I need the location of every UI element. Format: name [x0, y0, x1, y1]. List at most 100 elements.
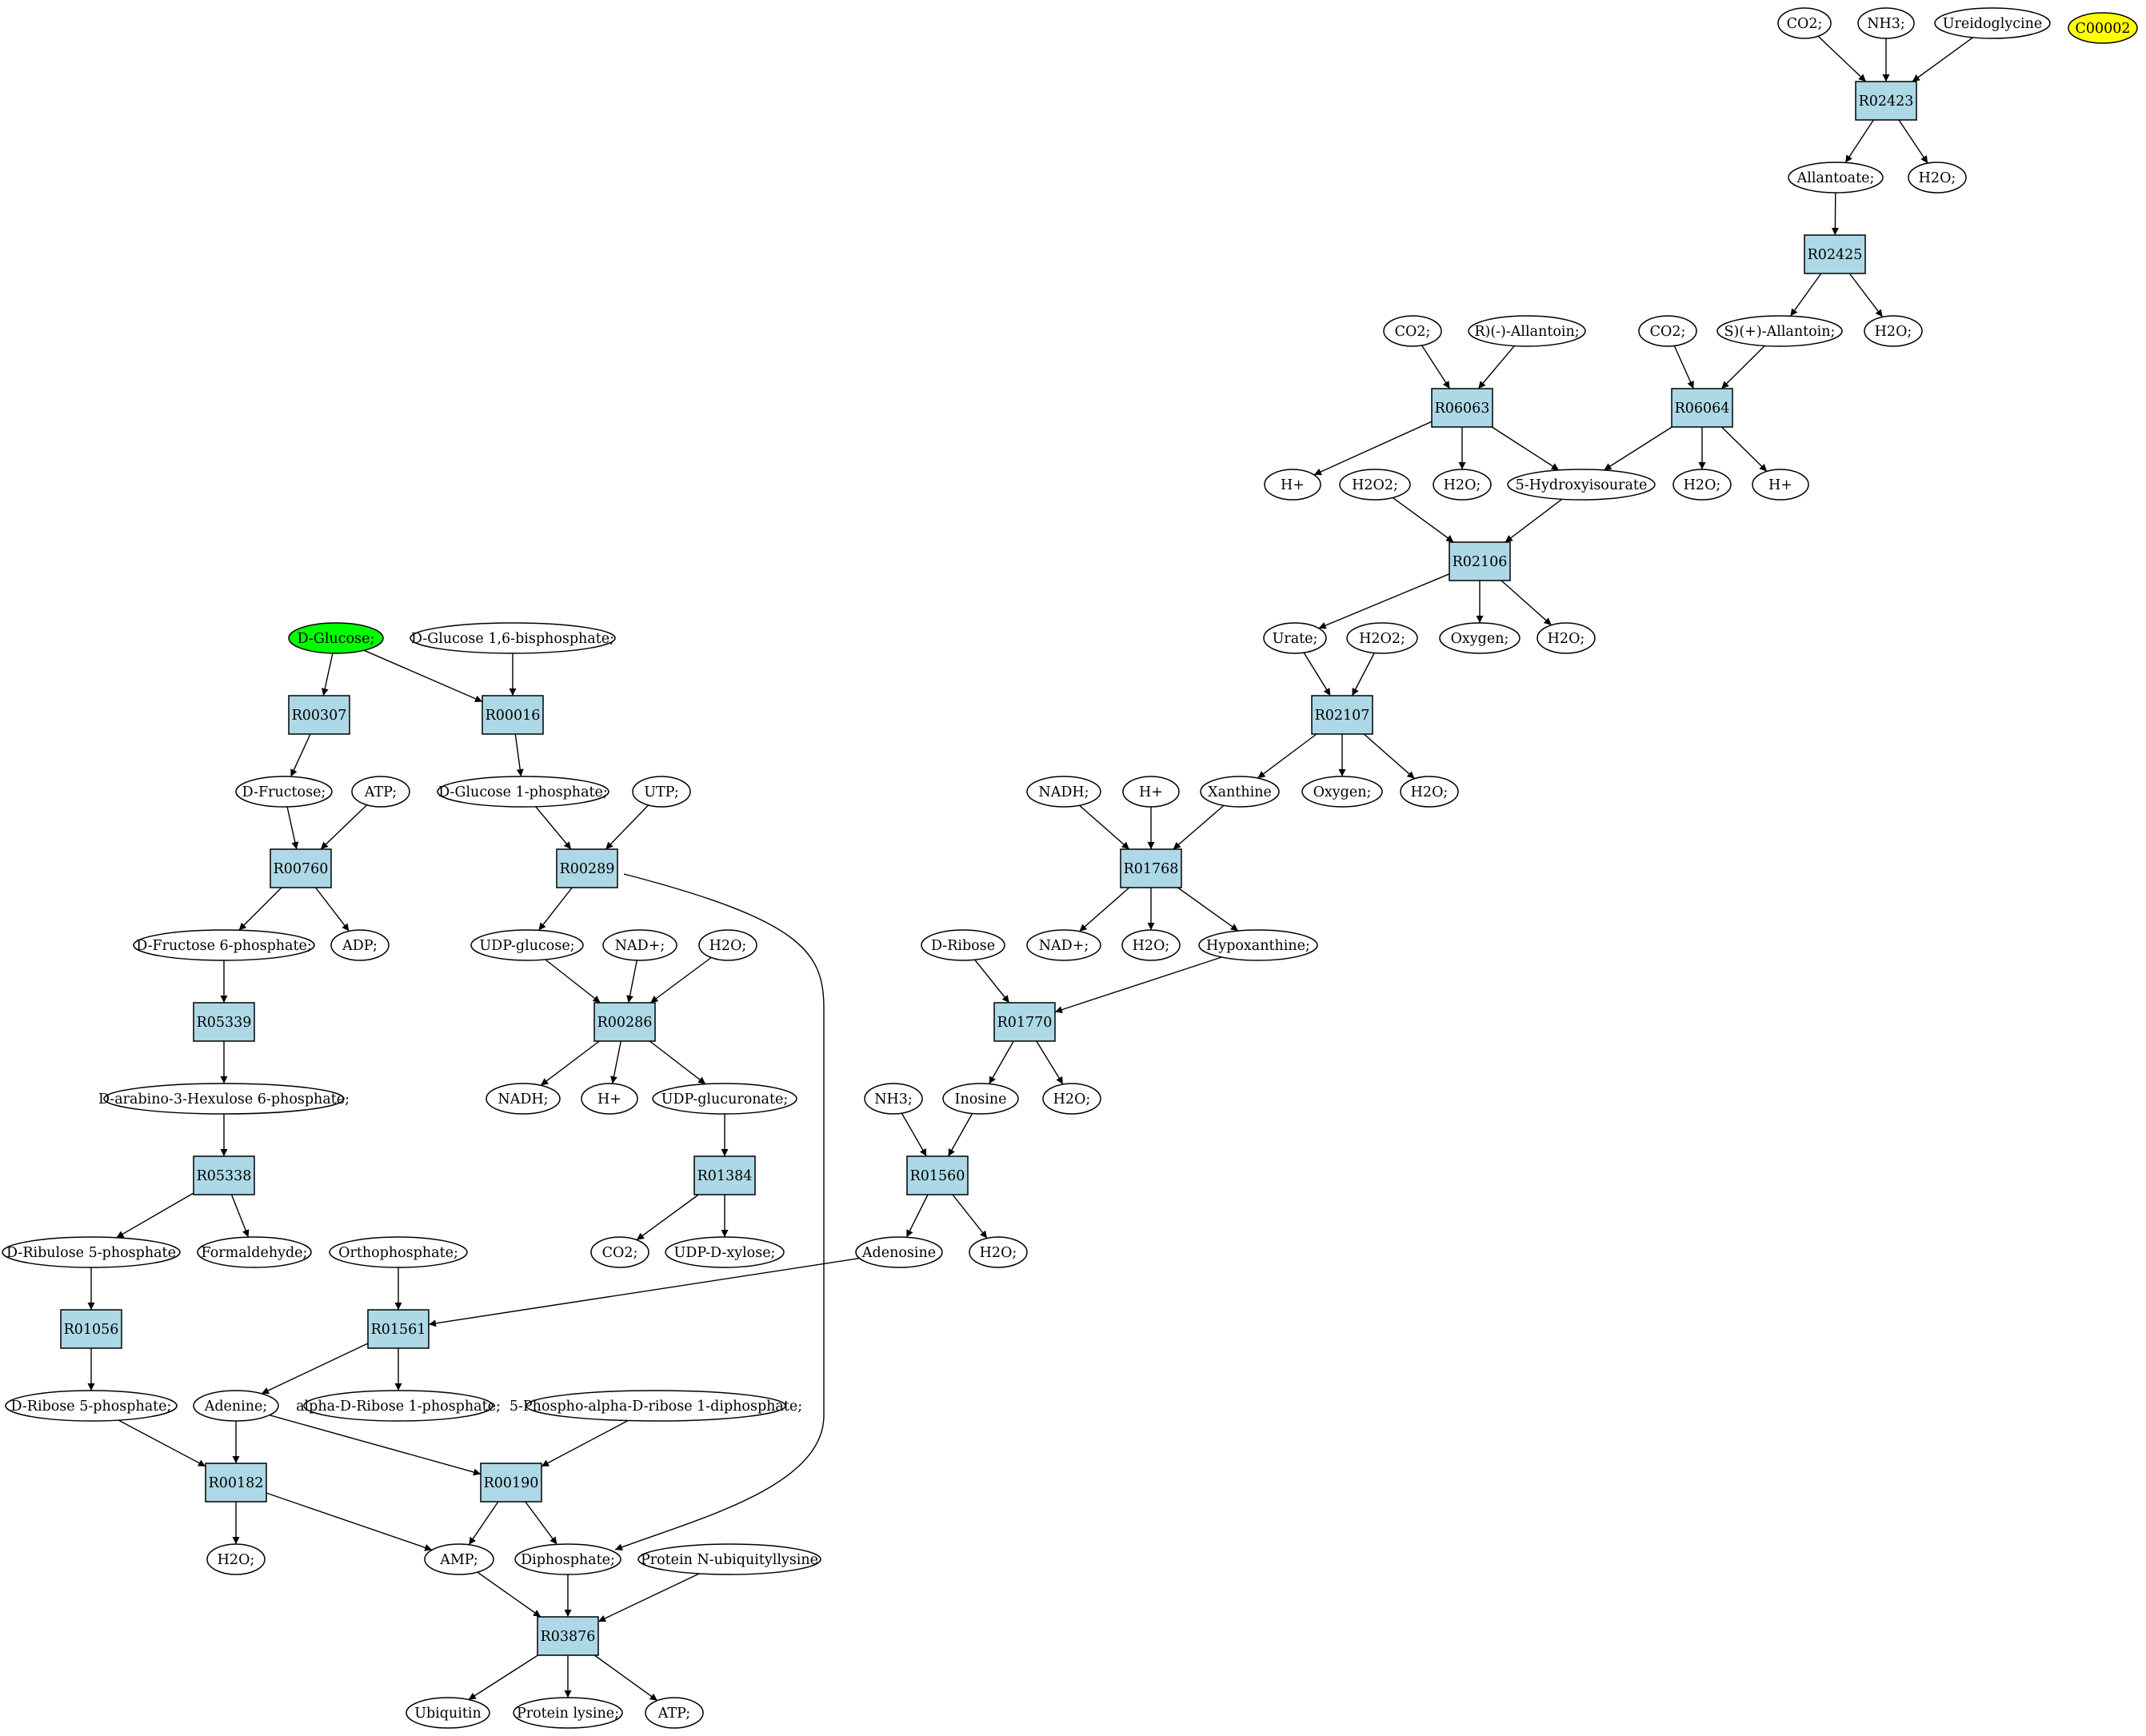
reaction-node-R01561: R01561 — [367, 1309, 430, 1349]
edge-R00016-to-dglucose1p — [514, 733, 524, 777]
compound-node-dglucose1p: D-Glucose 1-phosphate; — [437, 776, 609, 808]
reaction-box — [193, 1155, 255, 1195]
compound-ellipse — [590, 1236, 649, 1268]
compound-ellipse — [1200, 776, 1280, 808]
edge-R02423-to-allantoate — [1844, 119, 1874, 163]
edge-R01770-to-h2o_h — [1036, 1040, 1064, 1085]
compound-ellipse — [652, 1083, 797, 1115]
node-label: CO2; — [602, 1245, 638, 1261]
compound-node-hydroxyisourate: 5-Hydroxyisourate — [1507, 469, 1656, 501]
compound-ellipse — [1433, 469, 1492, 501]
compound-ellipse — [2, 1236, 181, 1268]
edge-prpp-to-R00190 — [541, 1419, 629, 1467]
edge-rallantoin-to-R06063 — [1477, 345, 1515, 389]
node-label: NADH; — [498, 1091, 548, 1107]
node-label: R02425 — [1808, 247, 1863, 263]
node-label: D-Glucose 1-phosphate; — [438, 784, 608, 800]
node-label: R05339 — [197, 1015, 252, 1031]
compound-node-allantoate: Allantoate; — [1788, 162, 1884, 194]
edge-R02107-to-h2o_f — [1363, 733, 1415, 780]
node-label: H2O2; — [1352, 477, 1398, 493]
edge-dglucose-to-R00307 — [321, 652, 334, 696]
edge-dfructose-to-R00760 — [286, 806, 299, 850]
compound-ellipse — [1638, 315, 1697, 347]
edge-h2o2_a-to-R02106 — [1392, 497, 1454, 543]
compound-ellipse — [410, 622, 616, 654]
reaction-box — [1449, 541, 1511, 581]
node-label: S)(+)-Allantoin; — [1724, 324, 1836, 340]
compound-node-adenosine: Adenosine — [855, 1236, 943, 1268]
compound-node-co2_a: CO2; — [1777, 7, 1832, 39]
compound-node-nadh_a: NADH; — [1026, 776, 1101, 808]
node-label: Protein N-ubiquityllysine — [641, 1552, 818, 1568]
compound-node-sallantoin: S)(+)-Allantoin; — [1716, 315, 1843, 347]
compound-ellipse — [864, 1083, 923, 1115]
compound-ellipse — [921, 929, 1005, 961]
reaction-box — [482, 695, 544, 735]
compound-node-h2o_a: H2O; — [1908, 162, 1967, 194]
compound-ellipse — [486, 1083, 561, 1115]
node-label: Protein lysine; — [517, 1706, 619, 1722]
edge-R02107-to-xanthine — [1257, 733, 1317, 779]
node-label: Allantoate; — [1796, 170, 1875, 186]
compound-node-hplus_b: H+ — [1752, 469, 1809, 501]
compound-ellipse — [1864, 315, 1923, 347]
reaction-box — [1855, 81, 1917, 121]
reaction-node-R05339: R05339 — [193, 1002, 255, 1042]
compound-node-prpp: 5-Phospho-alpha-D-ribose 1-diphosphate; — [510, 1390, 802, 1422]
reaction-box — [1804, 234, 1866, 274]
compound-ellipse — [5, 1390, 178, 1422]
node-label: Adenosine — [861, 1245, 936, 1261]
compound-node-orthophosphate: Orthophosphate; — [329, 1236, 468, 1268]
compound-ellipse — [406, 1697, 490, 1729]
node-label: H2O; — [1919, 170, 1956, 186]
compound-node-h2o_i: H2O; — [969, 1236, 1028, 1268]
reaction-box — [367, 1309, 430, 1349]
edge-dribose5p-to-R00182 — [118, 1419, 206, 1467]
compound-ellipse — [1026, 929, 1101, 961]
node-label: H2O; — [1053, 1091, 1091, 1107]
compound-ellipse — [424, 1543, 494, 1575]
compound-ellipse — [288, 622, 384, 654]
edge-nadh_a-to-R01768 — [1079, 804, 1130, 850]
compound-node-xanthine: Xanthine — [1200, 776, 1280, 808]
compound-node-ubiquitin: Ubiquitin — [406, 1697, 490, 1729]
node-label: Urate; — [1273, 631, 1318, 647]
node-label: H+ — [1768, 477, 1792, 493]
node-label: R00286 — [597, 1015, 653, 1031]
compound-node-diphosphate: Diphosphate; — [514, 1543, 621, 1575]
compound-node-hplus_d: H+ — [581, 1083, 638, 1115]
edge-R02106-to-h2o_e — [1501, 580, 1553, 626]
edge-R02423-to-h2o_a — [1898, 119, 1928, 164]
edge-R00286-to-nadh_b — [540, 1040, 600, 1086]
edge-R03876-to-atp_b — [593, 1654, 658, 1702]
compound-node-rallantoin: R)(-)-Allantoin; — [1468, 315, 1586, 347]
compound-node-h2o_d: H2O; — [1672, 469, 1732, 501]
node-label: R00182 — [209, 1475, 264, 1491]
edge-R02425-to-h2o_b — [1848, 273, 1884, 317]
reaction-node-R05338: R05338 — [193, 1155, 255, 1195]
node-label: R06064 — [1675, 401, 1730, 417]
compound-ellipse — [1400, 776, 1459, 808]
node-label: H+ — [597, 1091, 621, 1107]
compound-node-co2_c: CO2; — [1638, 315, 1697, 347]
compound-ellipse — [942, 1083, 1019, 1115]
compound-ellipse — [1507, 469, 1656, 501]
node-label: D-Ribose 5-phosphate; — [11, 1399, 172, 1415]
compound-ellipse — [193, 1390, 279, 1422]
node-label: C00002 — [2075, 21, 2130, 37]
node-label: D-Ribulose 5-phosphate — [6, 1245, 176, 1261]
reaction-node-R02425: R02425 — [1804, 234, 1866, 274]
compound-node-hplus_c: H+ — [1122, 776, 1180, 808]
node-label: Ubiquitin — [414, 1706, 482, 1722]
node-label: Diphosphate; — [521, 1552, 615, 1568]
compound-ellipse — [1301, 776, 1383, 808]
compound-ellipse — [698, 929, 757, 961]
reaction-node-R01384: R01384 — [693, 1155, 756, 1195]
node-label: R00307 — [292, 708, 347, 724]
node-label: Orthophosphate; — [338, 1245, 458, 1261]
edge-dribose-to-R01770 — [974, 959, 1010, 1004]
edge-sallantoin-to-R06064 — [1720, 345, 1765, 389]
reaction-node-R01768: R01768 — [1120, 848, 1182, 888]
node-label: NAD+; — [1039, 938, 1089, 954]
